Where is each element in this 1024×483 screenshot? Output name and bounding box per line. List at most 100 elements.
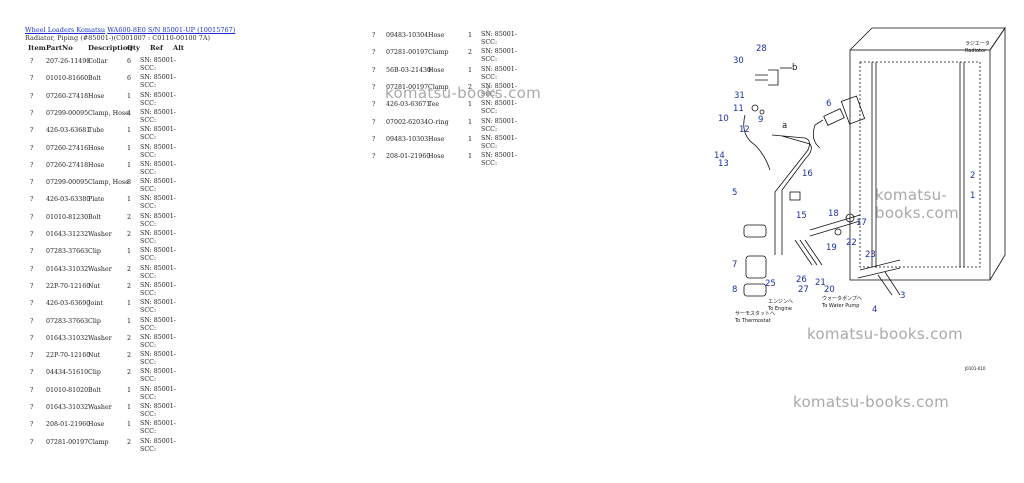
cell-item: ? (30, 248, 34, 256)
cell-qty: 2 (127, 334, 132, 342)
cell-item: ? (30, 213, 34, 221)
cell-item: ? (30, 352, 34, 360)
cell-qty: 2 (468, 83, 473, 91)
cell-partno: 426-03-63681 (46, 127, 91, 135)
cell-qty: 1 (127, 300, 132, 308)
cell-ref: SN: 85001- SCC: (140, 368, 176, 384)
cell-item: ? (30, 75, 34, 83)
callout-2: 2 (970, 171, 975, 181)
cell-partno: 07281-00197 (46, 438, 89, 446)
cell-qty: 4 (127, 109, 132, 117)
cell-ref: SN: 85001- SCC: (140, 57, 176, 72)
callout-7: 7 (732, 260, 737, 270)
cell-description: Nut (88, 352, 101, 360)
callout-16: 16 (802, 169, 813, 179)
cell-item: ? (372, 32, 376, 39)
watermark-1: komatsu-books.com (385, 84, 542, 102)
watermark-4: komatsu-books.com (793, 393, 950, 411)
cell-description: Hose (88, 421, 105, 429)
cell-ref: SN: 85001- SCC: (140, 403, 176, 418)
cell-partno: 207-26-11490 (46, 58, 91, 65)
cell-description: Bolt (88, 75, 101, 83)
radiator-core (859, 61, 981, 268)
cell-description: Tube (88, 127, 105, 135)
callout-6: 6 (826, 99, 831, 109)
callout-23: 23 (865, 250, 876, 260)
cell-ref: SN: 85001- SCC: (140, 299, 176, 315)
cell-partno: 56B-03-21430 (386, 66, 432, 74)
cell-ref: SN: 85001- SCC: (140, 385, 176, 401)
cell-ref: SN: 85001- SCC: (481, 65, 517, 81)
cell-item: ? (30, 109, 34, 117)
cell-partno: 01010-81230 (46, 213, 89, 221)
cell-item: ? (372, 153, 376, 161)
cell-description: Clamp (428, 83, 449, 91)
cell-item: ? (30, 421, 34, 429)
cell-partno: 07260-27418 (46, 161, 89, 169)
cell-ref: SN: 85001- SCC: (140, 178, 176, 194)
cell-qty: 2 (127, 231, 132, 238)
cell-description: Clip (88, 317, 101, 325)
cell-description: O-ring (428, 118, 449, 126)
cell-item: ? (372, 135, 376, 143)
engine-label: To Engine (767, 306, 792, 312)
breadcrumb-link-model[interactable]: WA600-8E0 S/N 85001-UP (10015767) (107, 26, 236, 34)
callout-5: 5 (732, 188, 737, 198)
cell-item: ? (30, 265, 34, 273)
water-pump-label-jp: ウォータポンプへ (822, 295, 862, 302)
cell-qty: 1 (127, 161, 132, 169)
cell-partno: 01643-31032 (46, 265, 89, 273)
cell-qty: 1 (468, 118, 473, 126)
cell-qty: 1 (127, 196, 132, 204)
diagram-labels: ラジエータ Radiator エンジンへ To Engine ウォータポンプへ … (734, 40, 990, 371)
cell-qty: 1 (127, 404, 132, 411)
cell-partno: 426-03-63671 (386, 101, 431, 109)
callout-20: 20 (824, 285, 835, 295)
cell-item: ? (30, 300, 34, 308)
cell-item: ? (30, 144, 34, 152)
cell-ref: SN: 85001- SCC: (140, 230, 176, 245)
cell-ref: SN: 85001- SCC: (140, 74, 176, 90)
cell-qty: 1 (127, 386, 132, 394)
cell-qty: 2 (127, 369, 132, 377)
cell-partno: 07283-37663 (46, 317, 89, 325)
cell-partno: 01643-31032 (46, 334, 89, 342)
header-ref: Ref (150, 44, 163, 52)
cell-partno: 09483-10304 (386, 32, 429, 39)
cell-description: Hose (428, 135, 445, 143)
cell-partno: 07281-00197 (386, 83, 429, 91)
cell-description: Joint (88, 300, 103, 308)
thermostat-label-jp: サーモスタットへ (735, 310, 775, 317)
cell-ref: SN: 85001- SCC: (140, 126, 176, 142)
cell-description: Tee (428, 101, 440, 109)
callout-27: 27 (798, 285, 809, 295)
cell-partno: 01643-31232 (46, 231, 89, 238)
cell-description: Hose (428, 153, 445, 161)
cell-ref: SN: 85001- SCC: (140, 281, 176, 297)
callout-18: 18 (828, 209, 839, 219)
cell-item: ? (372, 101, 376, 109)
cell-ref: SN: 85001- SCC: (140, 333, 176, 349)
cell-partno: 01010-81660 (46, 75, 89, 83)
cell-partno: 208-01-21960 (46, 421, 91, 429)
cell-partno: 04434-51610 (46, 369, 89, 377)
cell-ref: SN: 85001- SCC: (481, 82, 517, 98)
cell-description: Washer (88, 334, 112, 342)
callout-21: 21 (815, 278, 826, 288)
cell-description: Clip (88, 248, 101, 256)
header-description: Description (88, 44, 133, 52)
cell-ref: SN: 85001- SCC: (140, 264, 176, 280)
cell-partno: 07260-27416 (46, 144, 89, 152)
cell-description: Clip (88, 369, 101, 377)
cell-qty: 1 (127, 421, 132, 429)
cell-ref: SN: 85001- SCC: (481, 31, 517, 46)
breadcrumb-link-category[interactable]: Wheel Loaders Komatsu (25, 26, 106, 34)
cell-ref: SN: 85001- SCC: (140, 247, 176, 263)
cell-ref: SN: 85001- SCC: (140, 143, 176, 159)
cell-description: Washer (88, 265, 112, 273)
callout-25: 25 (765, 279, 776, 289)
cell-qty: 1 (468, 101, 473, 109)
cell-item: ? (30, 317, 34, 325)
